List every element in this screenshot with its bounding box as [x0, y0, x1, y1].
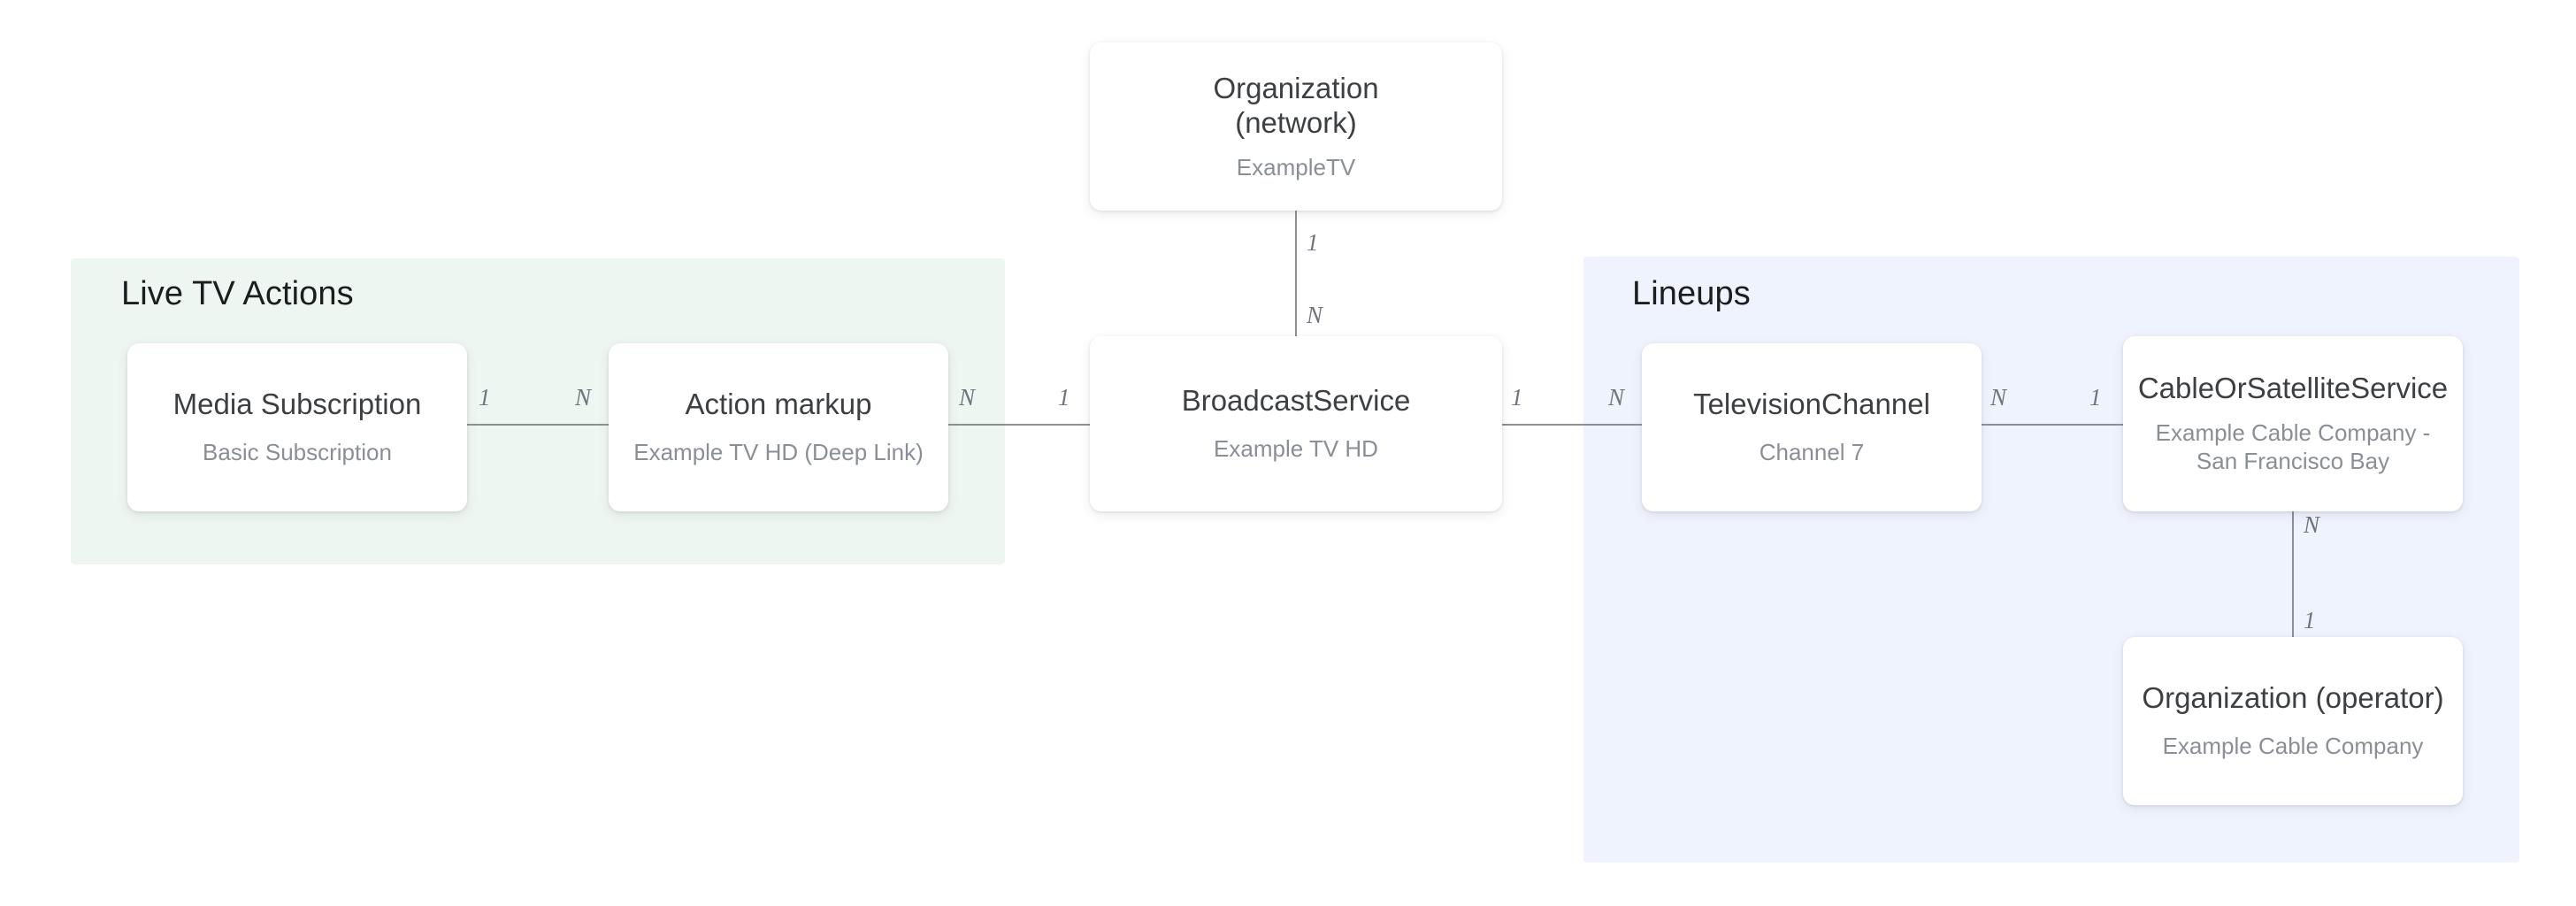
node-action-markup-title: Action markup — [685, 388, 872, 421]
cardinality-action-markup-to-broadcast-service-to: 1 — [1058, 384, 1070, 411]
edge-action-markup-to-broadcast-service — [945, 424, 1097, 426]
edge-television-channel-to-cable-or-satellite-service — [1976, 424, 2132, 426]
cardinality-cable-or-satellite-service-to-organization-operator-from: N — [2304, 511, 2320, 538]
edge-organization-network-to-broadcast-service — [1295, 211, 1297, 338]
cardinality-cable-or-satellite-service-to-organization-operator-to: 1 — [2304, 607, 2316, 633]
node-organization-operator[interactable]: Organization (operator) Example Cable Co… — [2123, 637, 2463, 805]
node-organization-network-title-line1: Organization — [1213, 71, 1379, 104]
node-organization-network-title-line2: (network) — [1235, 105, 1357, 139]
cardinality-media-subscription-to-action-markup-to: N — [575, 384, 592, 411]
node-organization-operator-subtitle: Example Cable Company — [2162, 733, 2424, 760]
node-cable-or-satellite-service[interactable]: CableOrSatelliteService Example Cable Co… — [2123, 336, 2463, 511]
edge-media-subscription-to-action-markup — [464, 424, 614, 426]
node-action-markup[interactable]: Action markup Example TV HD (Deep Link) — [609, 343, 948, 511]
cardinality-television-channel-to-cable-or-satellite-service-to: 1 — [2089, 384, 2102, 411]
panel-lineups-title: Lineups — [1632, 275, 1751, 312]
node-cable-or-satellite-service-title: CableOrSatelliteService — [2137, 372, 2449, 405]
cardinality-broadcast-service-to-television-channel-from: 1 — [1511, 384, 1523, 411]
cardinality-television-channel-to-cable-or-satellite-service-from: N — [1990, 384, 2007, 411]
node-organization-network[interactable]: Organization (network) ExampleTV — [1090, 42, 1502, 211]
edge-cable-or-satellite-service-to-organization-operator — [2292, 506, 2294, 641]
node-television-channel[interactable]: TelevisionChannel Channel 7 — [1642, 343, 1982, 511]
node-media-subscription-subtitle: Basic Subscription — [203, 439, 392, 466]
cardinality-organization-network-to-broadcast-service-from: 1 — [1307, 229, 1319, 256]
cardinality-action-markup-to-broadcast-service-from: N — [959, 384, 976, 411]
cardinality-broadcast-service-to-television-channel-to: N — [1608, 384, 1625, 411]
node-media-subscription-title: Media Subscription — [172, 388, 422, 421]
panel-live-tv-actions-title: Live TV Actions — [121, 275, 354, 312]
node-television-channel-subtitle: Channel 7 — [1759, 439, 1865, 466]
node-action-markup-subtitle: Example TV HD (Deep Link) — [633, 439, 924, 466]
node-organization-operator-title: Organization (operator) — [2142, 681, 2444, 715]
cardinality-organization-network-to-broadcast-service-to: N — [1307, 302, 1323, 328]
node-cable-or-satellite-service-subtitle: Example Cable Company - San Francisco Ba… — [2155, 418, 2431, 475]
cardinality-media-subscription-to-action-markup-from: 1 — [479, 384, 491, 411]
node-television-channel-title: TelevisionChannel — [1693, 388, 1930, 421]
node-organization-network-title: Organization (network) — [1213, 72, 1378, 141]
edge-broadcast-service-to-television-channel — [1495, 424, 1647, 426]
node-media-subscription[interactable]: Media Subscription Basic Subscription — [127, 343, 467, 511]
node-broadcast-service-subtitle: Example TV HD — [1214, 435, 1378, 463]
node-broadcast-service-title: BroadcastService — [1181, 384, 1411, 418]
node-organization-network-subtitle: ExampleTV — [1236, 153, 1356, 180]
node-broadcast-service[interactable]: BroadcastService Example TV HD — [1090, 336, 1502, 511]
